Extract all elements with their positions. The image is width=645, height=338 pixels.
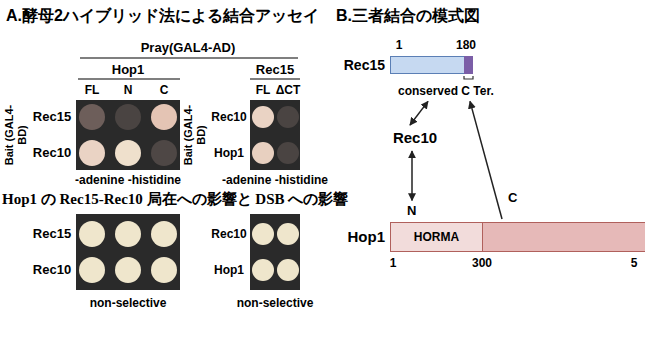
terminus-label: N [407, 203, 416, 219]
horma-domain: NHORMA [390, 222, 483, 252]
prey-header: Pray(GAL4-AD) [141, 40, 236, 56]
yeast-colony [115, 221, 141, 247]
fragment-label: C [160, 83, 169, 97]
interaction-arrow [410, 101, 428, 125]
yeast-colony [277, 223, 299, 245]
fragment-label: FL [256, 83, 271, 97]
yeast-colony [252, 142, 274, 164]
domain-bar: Hop1NHORMAC [390, 222, 645, 252]
fragment-label: ΔCT [276, 83, 301, 97]
yeast-colony [151, 221, 177, 247]
bait-row-label: Rec10 [211, 227, 246, 241]
protein-name: Rec10 [393, 129, 437, 147]
domain-label: conserved C Ter. [398, 84, 494, 98]
panel-title: B.三者結合の模式図 [336, 6, 480, 25]
yeast-colony [79, 221, 105, 247]
yeast-colony [79, 104, 105, 130]
protein-name: Rec15 [344, 57, 385, 74]
panel-title: A.酵母2ハイブリッド法による結合アッセイ [6, 6, 319, 25]
yeast-colony [252, 106, 274, 128]
yeast-colony [151, 140, 177, 166]
yeast-colony [252, 259, 274, 281]
domain-bracket [464, 76, 473, 79]
prey-protein: Rec15 [256, 62, 294, 78]
bait-row-label: Rec10 [33, 145, 71, 161]
agar-plate [250, 214, 300, 290]
fragment-label: FL [85, 83, 100, 97]
residue-number: 300 [472, 256, 492, 270]
yeast-colony [79, 140, 105, 166]
agar-plate [76, 100, 180, 170]
interaction-arrow [470, 101, 502, 219]
bait-header: Bait (GAL4-BD) [182, 95, 207, 175]
medium-label: non-selective [237, 296, 314, 310]
header-rule [250, 78, 300, 79]
bait-row-label: Rec15 [33, 109, 71, 125]
bait-row-label: Hop1 [214, 146, 244, 160]
yeast-colony [115, 104, 141, 130]
fragment-label: N [124, 83, 133, 97]
bait-header: Bait (GAL4-BD) [3, 95, 28, 175]
protein-name: Hop1 [348, 228, 386, 246]
header-rule [80, 57, 298, 58]
yeast-colony [151, 257, 177, 283]
residue-number: 1 [390, 256, 397, 270]
terminus-label: C [508, 190, 517, 206]
residue-number: 180 [456, 38, 476, 52]
interaction-arrow [411, 151, 413, 200]
medium-label: non-selective [90, 296, 167, 310]
yeast-colony [277, 142, 299, 164]
yeast-colony [115, 257, 141, 283]
yeast-colony [252, 223, 274, 245]
yeast-colony [151, 104, 177, 130]
domain-bar: Rec15conserved C Ter. [390, 56, 473, 74]
header-rule [78, 78, 180, 79]
medium-label: -adenine -histidine [222, 173, 328, 187]
yeast-colony [277, 106, 299, 128]
bait-row-label: Hop1 [214, 263, 244, 277]
yeast-colony [79, 257, 105, 283]
agar-plate [76, 214, 180, 290]
c-terminal-region: C [482, 222, 645, 252]
residue-number: 1 [396, 38, 403, 52]
protein-label: Rec10 [390, 128, 440, 148]
domain-label: HORMA [414, 230, 459, 244]
prey-protein: Hop1 [112, 62, 145, 78]
agar-plate [250, 100, 300, 170]
residue-number: 5 [631, 256, 638, 270]
bait-row-label: Rec10 [211, 110, 246, 124]
c-terminal-domain: conserved C Ter. [464, 56, 473, 74]
bait-row-label: Rec10 [33, 262, 71, 278]
medium-label: -adenine -histidine [75, 173, 181, 187]
bait-row-label: Rec15 [33, 226, 71, 242]
section-heading: Hop1 の Rec15-Rec10 局在への影響と DSB への影響 [2, 190, 348, 208]
yeast-colony [115, 140, 141, 166]
yeast-colony [277, 259, 299, 281]
